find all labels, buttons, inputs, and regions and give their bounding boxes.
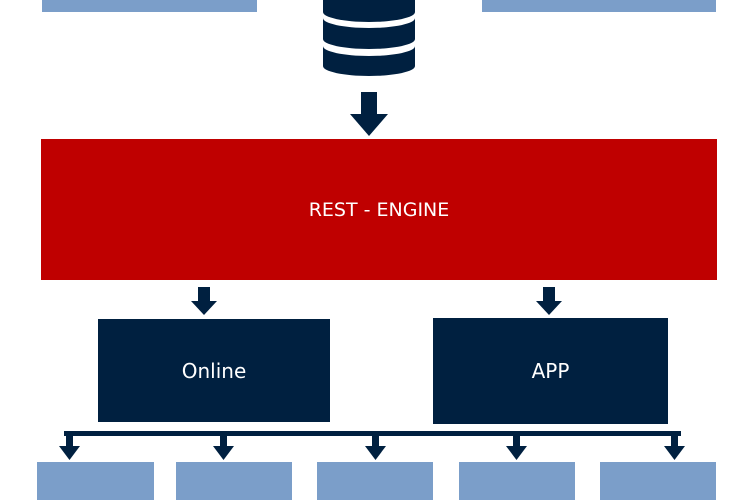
rest-engine-label: REST - ENGINE	[308, 198, 450, 221]
top-right-box	[482, 0, 716, 12]
arrow-down-icon	[365, 436, 386, 460]
bottom-box	[459, 462, 575, 500]
bottom-box	[600, 462, 716, 500]
arrow-down-icon	[536, 287, 562, 315]
distribution-bus	[64, 431, 681, 436]
bottom-box	[37, 462, 154, 500]
arrow-down-icon	[664, 436, 685, 460]
bottom-box	[176, 462, 292, 500]
app-box: APP	[433, 318, 668, 424]
arrow-down-icon	[213, 436, 234, 460]
online-box: Online	[98, 319, 330, 422]
top-left-box	[42, 0, 257, 12]
bottom-box	[317, 462, 433, 500]
rest-engine-box: REST - ENGINE	[41, 139, 717, 280]
arrow-down-icon	[350, 92, 388, 136]
app-label: APP	[531, 359, 570, 383]
arrow-down-icon	[59, 436, 80, 460]
arrow-down-icon	[191, 287, 217, 315]
database-icon	[323, 0, 415, 76]
online-label: Online	[181, 358, 247, 383]
arrow-down-icon	[506, 436, 527, 460]
